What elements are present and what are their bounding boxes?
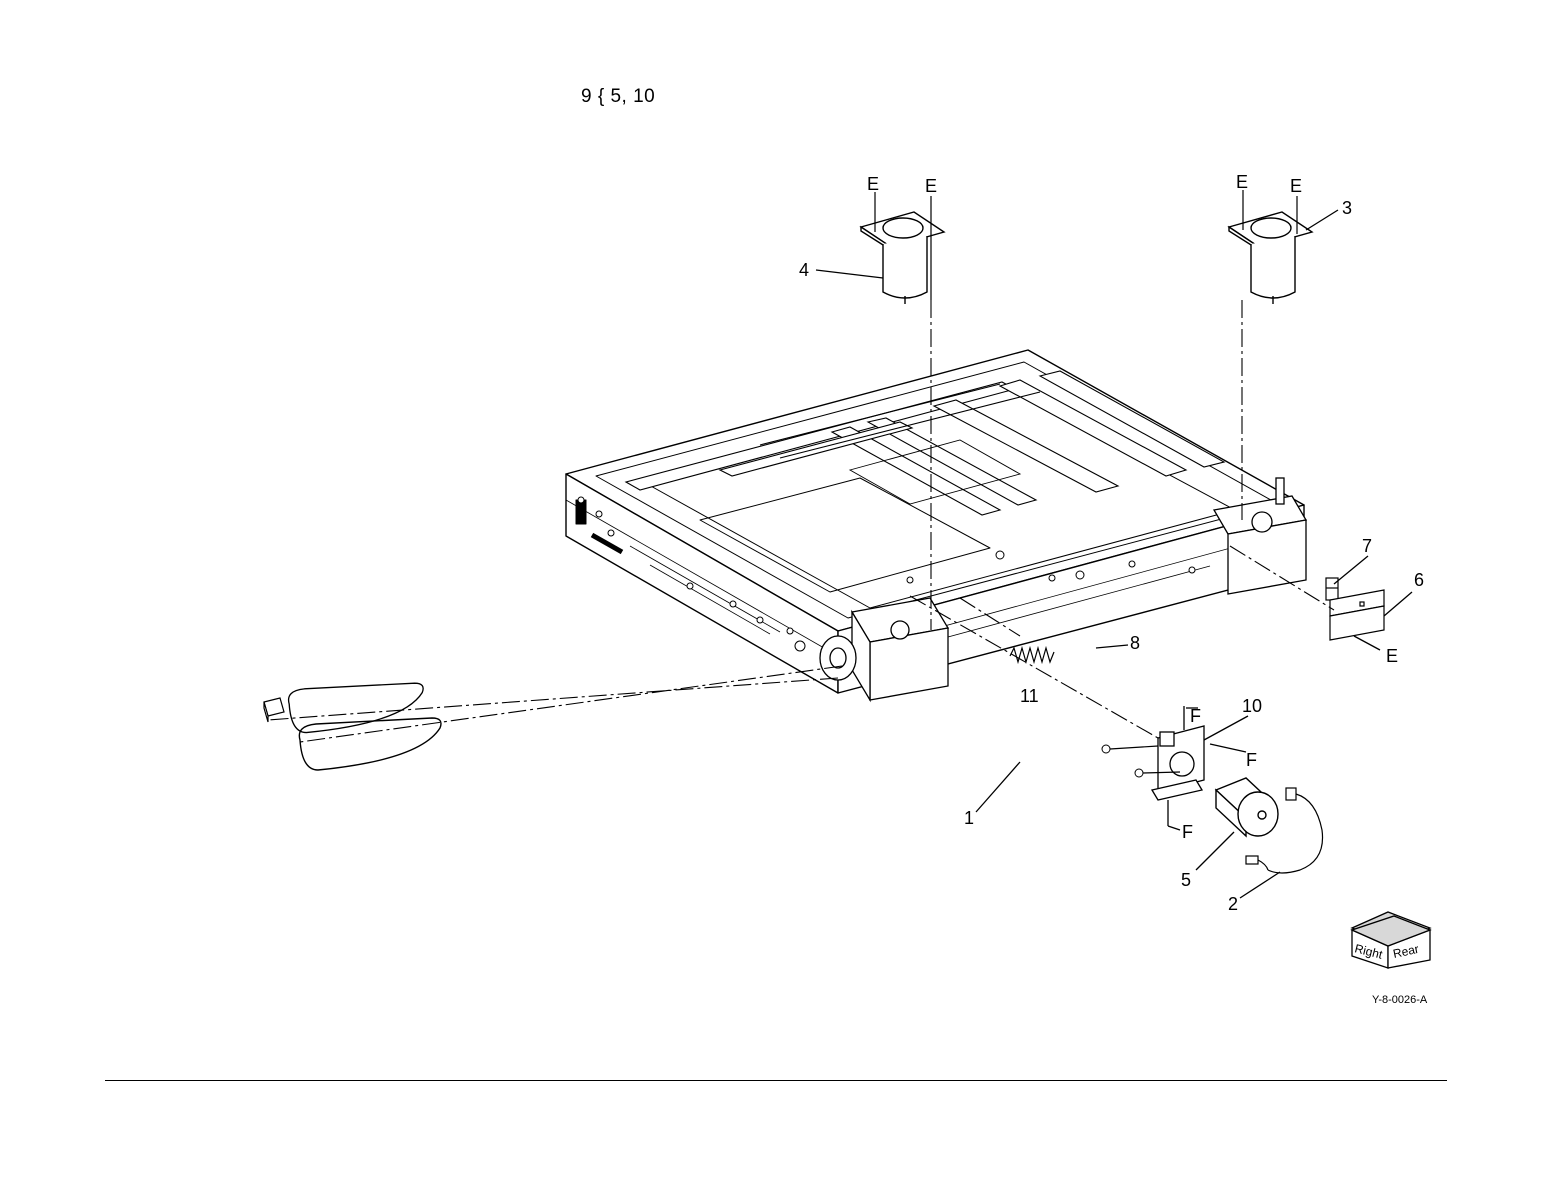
- figure-id: Y-8-0026-A: [1372, 994, 1427, 1006]
- belt-part: [289, 683, 441, 770]
- callout-4: 4: [799, 260, 809, 280]
- orientation-cube: Right Rear: [1352, 912, 1430, 968]
- fastener-e: E: [925, 176, 937, 196]
- callout-6: 6: [1414, 570, 1424, 590]
- fastener-f: F: [1190, 706, 1201, 726]
- callout-2: 2: [1228, 894, 1238, 914]
- fastener-e: E: [1236, 172, 1248, 192]
- sensor-right-part: [1229, 212, 1312, 304]
- fastener-e: E: [1290, 176, 1302, 196]
- screws: [1102, 745, 1143, 777]
- spring-part: [1010, 648, 1054, 662]
- motor-bracket-part: [1152, 726, 1204, 800]
- fastener-f: F: [1182, 822, 1193, 842]
- callout-7: 7: [1362, 536, 1372, 556]
- callout-10: 10: [1242, 696, 1262, 716]
- clip-part: [264, 698, 284, 722]
- callout-8: 8: [1130, 633, 1140, 653]
- callout-1: 1: [964, 808, 974, 828]
- callout-3: 3: [1342, 198, 1352, 218]
- callout-5: 5: [1181, 870, 1191, 890]
- callout-11: 11: [1020, 686, 1039, 706]
- motor-part: [1216, 778, 1278, 836]
- footer-divider: [105, 1080, 1447, 1081]
- fastener-e: E: [867, 174, 879, 194]
- fastener-e: E: [1386, 646, 1398, 666]
- switch-part: [1326, 578, 1338, 600]
- fastener-f: F: [1246, 750, 1257, 770]
